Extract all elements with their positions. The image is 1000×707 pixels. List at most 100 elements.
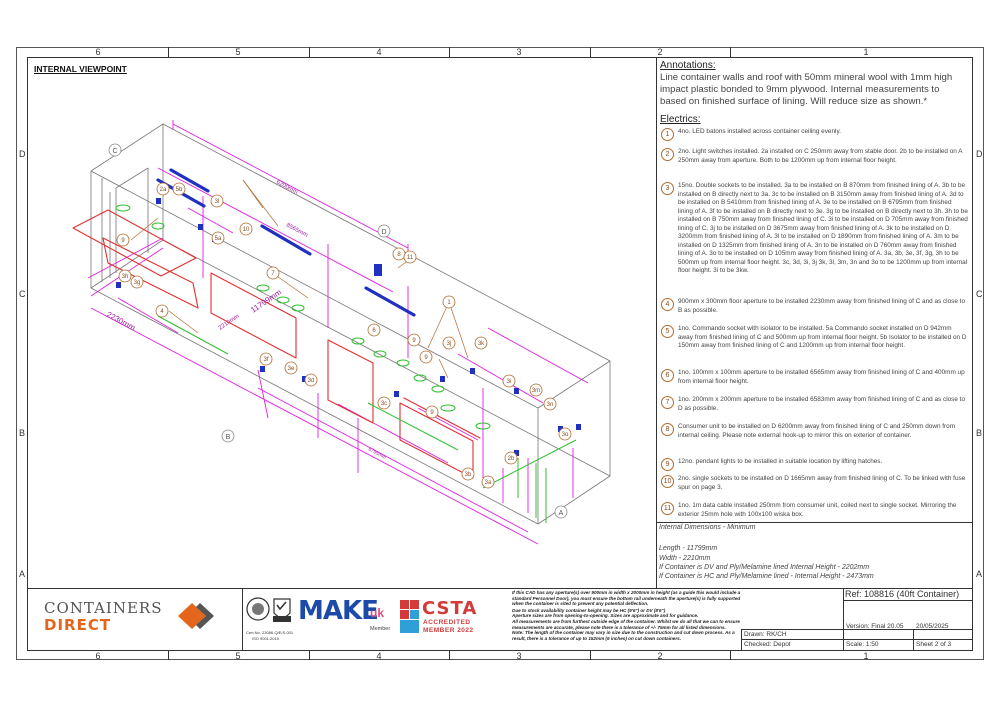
container-outline	[90, 123, 611, 525]
item-text: 12no. pendant lights to be installed in …	[678, 458, 883, 465]
led-batons	[156, 168, 416, 317]
annotation-panel	[656, 58, 973, 588]
brand-mark-icon	[178, 603, 214, 629]
row-label: B	[976, 428, 983, 438]
dimension-line: If Container is HC and Ply/Melamine line…	[659, 573, 874, 580]
item-text: 15no. Double sockets to be installed. 3a…	[678, 182, 968, 274]
item-number: 6	[661, 369, 674, 382]
reference-number: Ref: 108816 (40ft Container)	[845, 589, 960, 599]
title-block	[28, 588, 973, 650]
note-item: If this CAD has any aperture(s) over 900…	[512, 590, 741, 607]
item-number: 4	[661, 298, 674, 311]
callout-label: 3h	[122, 274, 129, 280]
column-label: 1	[863, 47, 869, 57]
item-number: 1	[661, 128, 674, 141]
column-label: 1	[863, 651, 869, 661]
csta-member: MEMBER 2022	[423, 627, 474, 634]
item-text: 1no. 100mm x 100mm aperture to be instal…	[678, 369, 965, 385]
brand-line1: CONTAINERS	[44, 599, 163, 617]
callout-label: 7	[271, 271, 275, 277]
column-label: 4	[376, 651, 382, 661]
callout-label: 2b	[508, 456, 515, 462]
internal-dimensions-box	[656, 522, 973, 588]
viewpoint-title: INTERNAL VIEWPOINT	[34, 64, 127, 74]
iso-caption: Cert.No. 23086-Q/E/S-001	[246, 630, 294, 635]
leader-lines	[130, 179, 469, 379]
wall-label-d: D	[381, 229, 386, 236]
column-label: 2	[657, 47, 663, 57]
callout-label: 3f	[263, 357, 268, 363]
socket-markers	[116, 198, 581, 456]
column-label: 2	[657, 651, 663, 661]
item-text: 1no. 200mm x 200mm aperture to be instal…	[678, 396, 966, 412]
note-item: Due to stock availability container heig…	[512, 607, 666, 613]
dimension-text: 6200mm	[275, 179, 298, 195]
item-number: 11	[661, 502, 674, 515]
item-number: 7	[661, 396, 674, 409]
make-member-text: Member	[370, 626, 391, 632]
callout-label: 3m	[532, 388, 540, 394]
dimension-text: 8565mm	[285, 222, 308, 238]
version: Version: Final 20.05	[846, 623, 904, 630]
aperture-outlines	[72, 209, 481, 479]
callout-label: 3e	[288, 366, 295, 372]
make-uk-logo: MAKE uk Member	[298, 596, 393, 634]
item-number: 10	[661, 475, 674, 488]
row-label: C	[976, 289, 983, 299]
column-label: 6	[95, 47, 101, 57]
item-text: 4no. LED batons installed across contain…	[678, 128, 841, 135]
item-number: 2	[661, 148, 674, 161]
item-text: 1no. Commando socket with isolator to be…	[678, 325, 967, 349]
callout-label: 8	[397, 252, 401, 258]
internal-dimensions-title: Internal Dimensions - Minimum	[659, 524, 756, 531]
wall-label-b: B	[226, 434, 231, 441]
make-uk-text: uk	[370, 606, 385, 620]
callout-label: 5b	[176, 187, 183, 193]
callout-label: 3o	[562, 432, 569, 438]
item-text: Consumer unit to be installed on D 6200m…	[678, 423, 956, 439]
checked-by: Checked: Depot	[744, 641, 791, 648]
callout-circles	[116, 182, 572, 489]
callout-label: 3k	[478, 341, 485, 347]
dimension-line: Length - 11799mm	[659, 545, 718, 552]
iso-certification-logo	[246, 596, 294, 626]
callout-label: 9	[121, 238, 125, 244]
column-label: 4	[376, 47, 382, 57]
drawn-by: Drawn: RK/CH	[744, 631, 787, 638]
item-number: 8	[661, 423, 674, 436]
column-label: 6	[95, 651, 101, 661]
item-text: 2no. single sockets to be installed on D…	[678, 475, 966, 491]
callout-label: 3c	[381, 401, 387, 407]
annotations-body: Line container walls and roof with 50mm …	[660, 72, 953, 107]
dimension-text: 2210mm	[218, 314, 241, 332]
item-text: 1no. 1m data cable installed 250mm from …	[678, 502, 957, 518]
callout-label: 11	[407, 255, 414, 261]
callout-label: 5a	[215, 236, 222, 242]
wall-marker-circles	[108, 143, 568, 519]
callout-label: 3a	[485, 480, 492, 486]
row-label: A	[976, 569, 983, 579]
dimension-line: Width - 2210mm	[659, 555, 711, 562]
column-label: 3	[516, 651, 522, 661]
containers-direct-logo: CONTAINERS DIRECT	[44, 599, 234, 639]
make-text: MAKE	[298, 596, 379, 626]
callout-label: 9	[412, 338, 416, 344]
callout-label: 1	[447, 300, 451, 306]
item-number: 3	[661, 182, 674, 195]
wiring-and-lights	[115, 204, 577, 523]
note-item: All measurements are from furthest outsi…	[512, 618, 740, 630]
callout-label: 3n	[547, 402, 554, 408]
csta-logo: CSTA ACCREDITED MEMBER 2022	[400, 598, 492, 634]
csta-text: CSTA	[422, 598, 478, 619]
row-label: B	[19, 428, 26, 438]
callout-label: 4	[160, 309, 164, 315]
item-text: 900mm x 300mm floor aperture to be insta…	[678, 298, 966, 314]
column-label: 3	[516, 47, 522, 57]
row-label: A	[19, 569, 26, 579]
column-label: 5	[235, 47, 241, 57]
dimension-text: 2230mm	[105, 310, 137, 333]
sheet-number: Sheet 2 of 3	[916, 641, 952, 648]
note-item: Note: The length of the container may va…	[512, 630, 735, 641]
electrics-heading: Electrics:	[660, 114, 701, 125]
callout-label: 3g	[134, 280, 141, 286]
